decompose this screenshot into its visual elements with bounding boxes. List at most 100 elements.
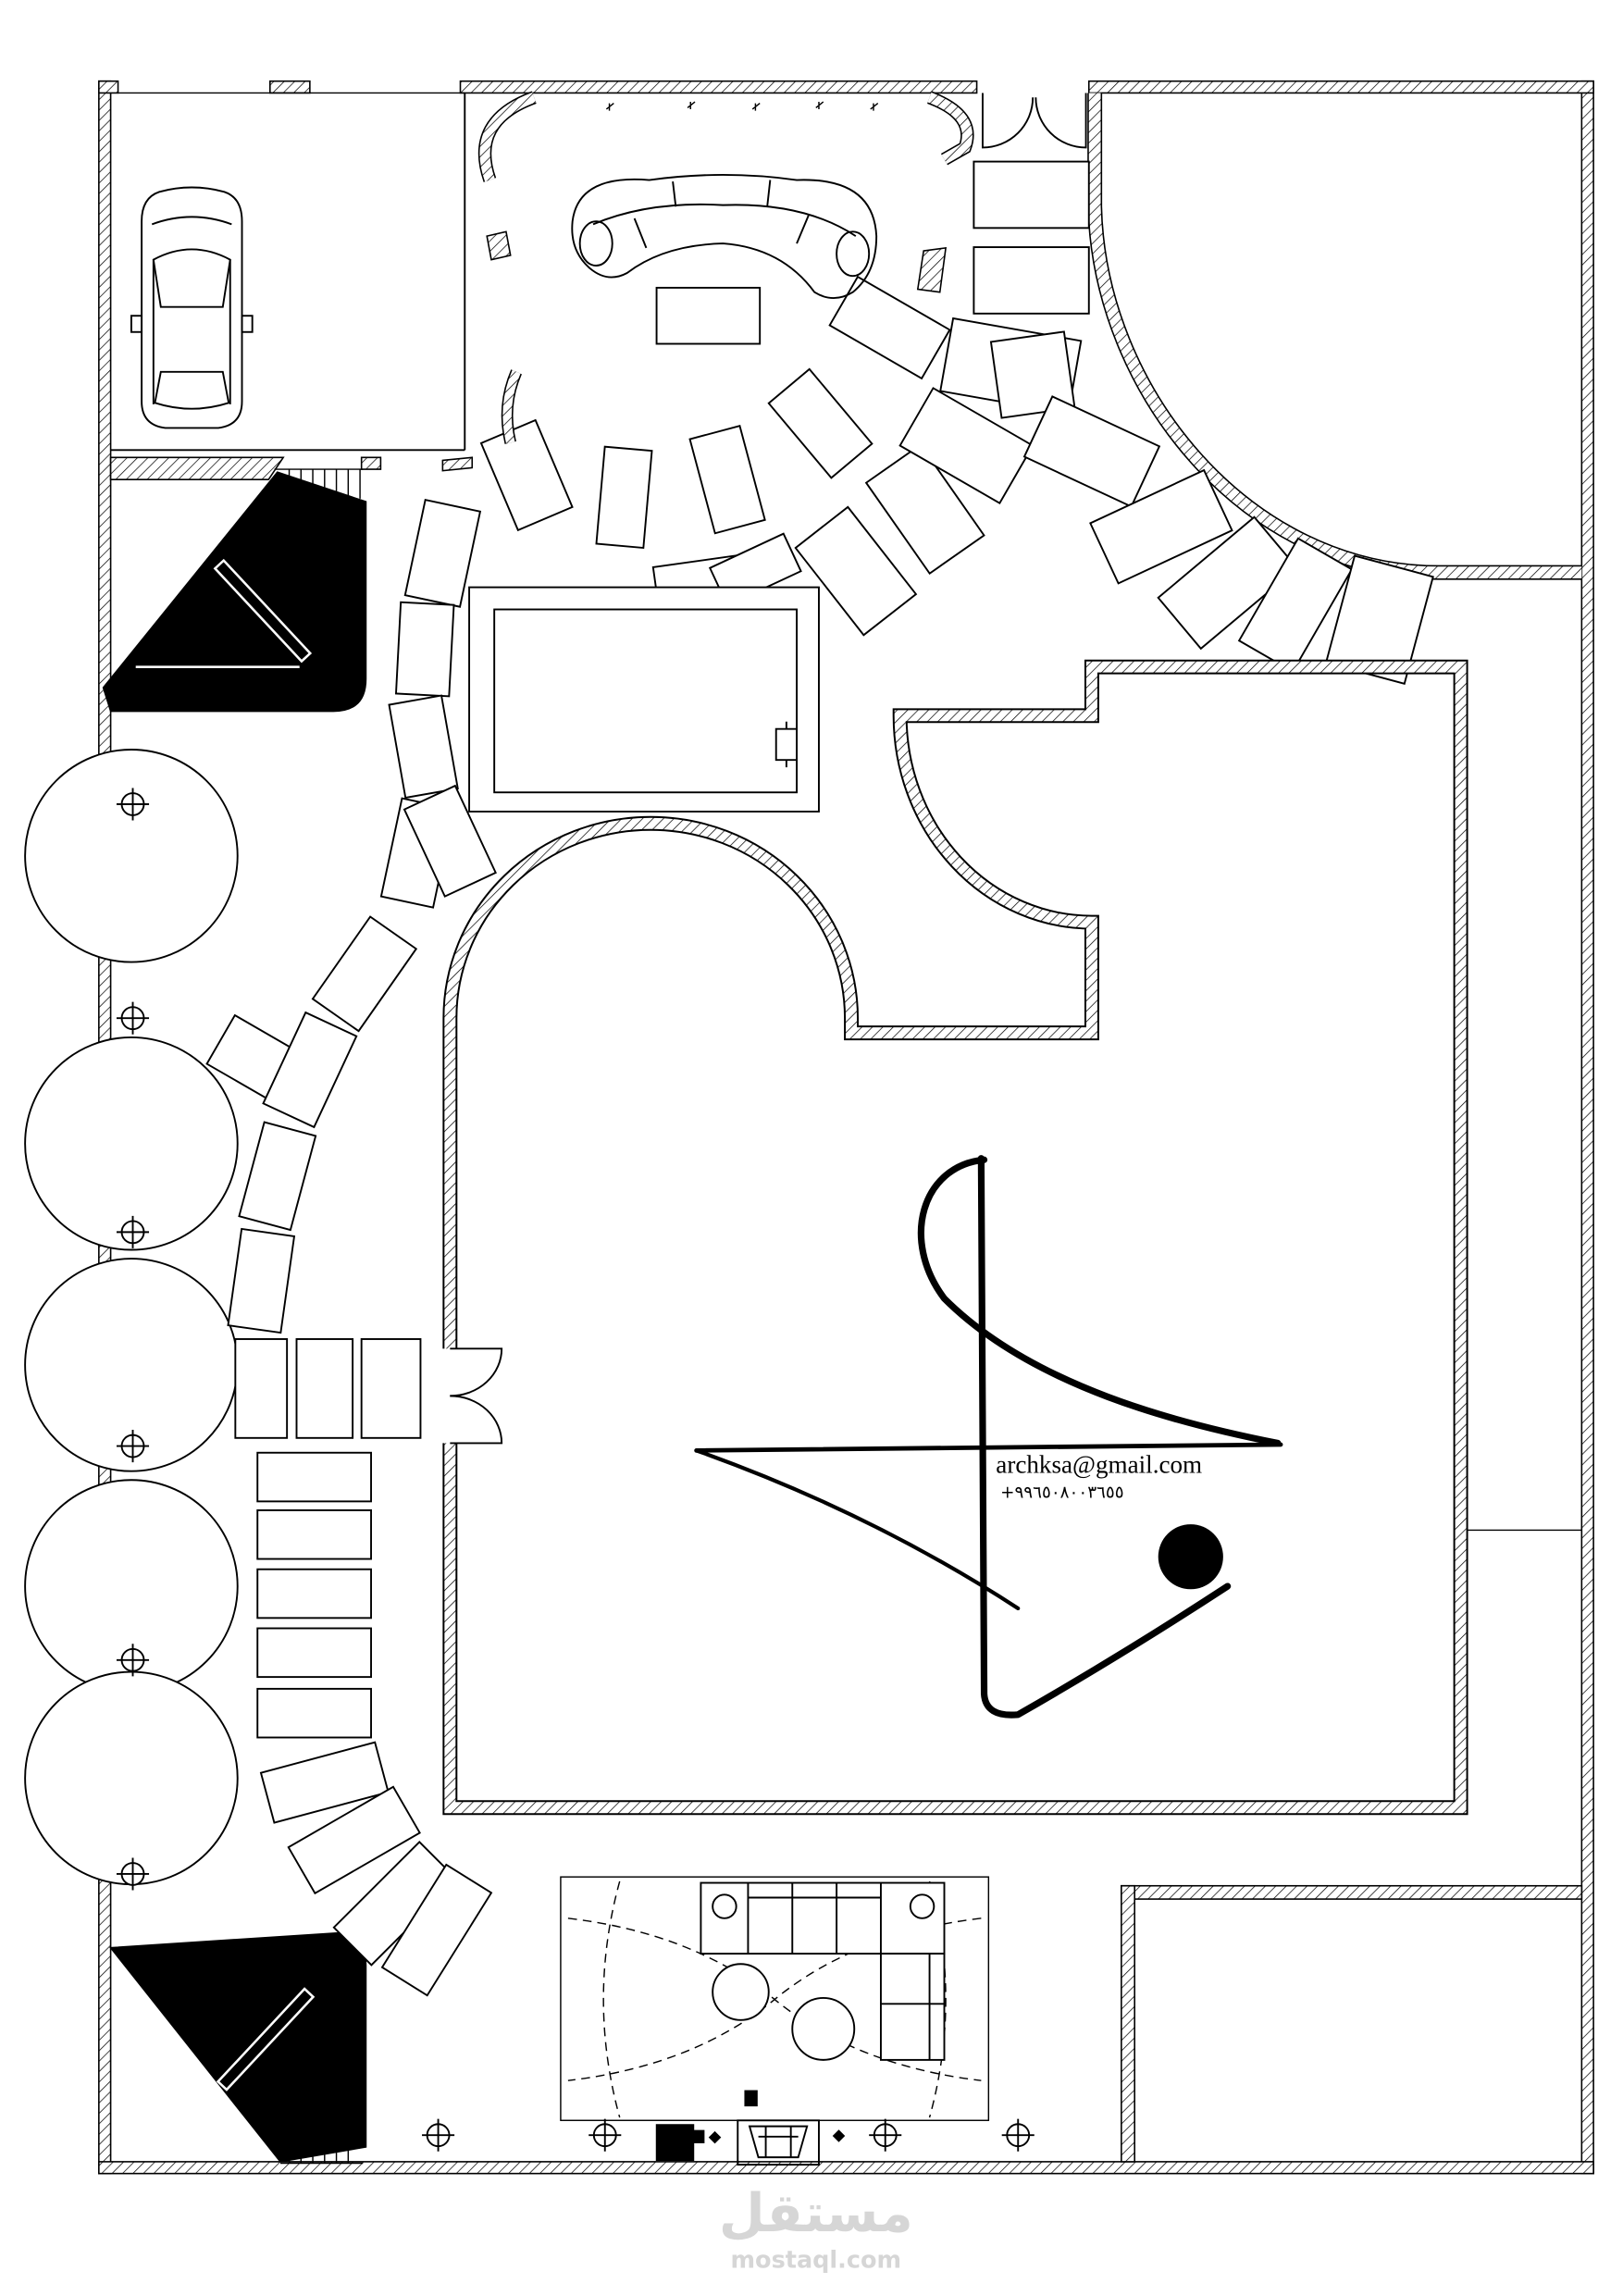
- tree-icon: [24, 1036, 239, 1251]
- fountain-feature: [737, 2119, 820, 2166]
- sofa-side-row: [879, 1953, 946, 2061]
- car-windshield: [152, 248, 231, 308]
- stair-block-top-handrail: [213, 558, 313, 664]
- door-leaf-upper: [450, 1347, 503, 1397]
- light-fixtures: [116, 788, 1035, 2152]
- canopy-outline: [602, 1880, 621, 2118]
- light-fixture-cross: [422, 2118, 455, 2152]
- curved-sofa-seat-line: [592, 203, 857, 237]
- entrance-fixtures: [655, 2090, 846, 2166]
- utility-box-small: [744, 2090, 758, 2107]
- stepping-stone: [794, 505, 918, 637]
- stepping-stone: [256, 1568, 372, 1620]
- stepping-stone: [259, 1741, 390, 1824]
- room-top-wall: [1121, 1884, 1583, 1900]
- light-fixture-icon: [116, 1644, 150, 1677]
- light-fixture-icon: [422, 2118, 455, 2152]
- sofa-armrest-right: [836, 230, 871, 278]
- light-fixture-icon: [116, 1430, 150, 1463]
- marker-diamond: [708, 2130, 722, 2144]
- side-table: [712, 1963, 770, 2021]
- planter-strip: [502, 369, 521, 444]
- column-block: [486, 230, 512, 261]
- trees: [24, 749, 239, 1886]
- car-mirror-right: [241, 315, 254, 333]
- tree-icon: [24, 1670, 239, 1886]
- fountain-frame: [737, 2119, 820, 2166]
- wall-top-middle: [459, 80, 978, 94]
- light-fixture-icon: [116, 788, 150, 821]
- terrace-curved-wall-left: [479, 92, 537, 182]
- stepping-stone: [311, 915, 418, 1033]
- calligraphy-logo: [694, 1155, 1283, 1719]
- light-fixture-cross: [116, 1644, 150, 1677]
- outdoor-seating-area: [560, 1876, 990, 2121]
- contact-email: archksa@gmail.com: [996, 1450, 1202, 1478]
- contact-phone: +٩٩٦٥٠٨٠٠٣٦٥٥: [1000, 1483, 1124, 1502]
- stepping-stone: [767, 367, 873, 479]
- light-fixture-icon: [116, 1215, 150, 1248]
- wall-right: [1580, 80, 1594, 2175]
- utility-box: [655, 2124, 695, 2162]
- gate-pillar: [269, 80, 311, 94]
- stair-block-top-fill: [102, 471, 367, 713]
- light-fixture-cross: [1001, 2118, 1035, 2152]
- stepping-stone: [388, 694, 459, 800]
- stepping-stones: [205, 160, 1434, 1997]
- light-fixture-cross: [116, 788, 150, 821]
- light-fixture-cross: [869, 2118, 902, 2152]
- light-fixture-icon: [1001, 2118, 1035, 2152]
- sofa-armchair-right: [909, 1893, 935, 1919]
- marker-diamond: [832, 2129, 846, 2142]
- swimming-pool: [468, 586, 820, 813]
- stepping-stone: [1089, 468, 1233, 585]
- double-door-top: [982, 93, 1087, 149]
- stepping-stone: [380, 1863, 493, 1997]
- stepping-stone: [1157, 515, 1298, 651]
- stair-block-bottom: [109, 1931, 367, 2165]
- side-table: [791, 1996, 856, 2061]
- stepping-stone: [238, 1121, 317, 1232]
- stair-treads-top: [274, 468, 364, 499]
- pool-deck: [468, 586, 820, 813]
- stepping-stone: [295, 1338, 354, 1439]
- wall-top-right: [1087, 80, 1594, 94]
- sofa-armchair-left: [712, 1893, 737, 1919]
- curved-sofa-cushion-lines: [633, 180, 810, 249]
- watermark-logo: مستقل mostaql.com: [719, 2182, 913, 2275]
- stepping-stone: [256, 1627, 372, 1679]
- stepping-stone: [864, 443, 985, 575]
- logo-loop: [917, 1156, 1282, 1446]
- sofa-top-row: [700, 1881, 946, 1955]
- watermark-wordmark: مستقل: [719, 2182, 913, 2244]
- logo-sweep: [694, 1448, 1021, 1611]
- fountain-basin: [748, 2125, 809, 2159]
- light-fixture-icon: [116, 1001, 150, 1035]
- sectional-sofa: [700, 1881, 946, 2061]
- light-fixture-icon: [116, 1857, 150, 1891]
- watermark-domain: mostaql.com: [731, 2247, 902, 2275]
- stepping-stone: [262, 1011, 358, 1129]
- stepping-stone: [828, 275, 951, 380]
- stepping-stone: [973, 160, 1090, 230]
- tree-icon: [24, 749, 239, 963]
- utility-box-small: [691, 2129, 705, 2143]
- stair-block-bottom-handrail: [216, 1987, 316, 2091]
- stepping-stone: [595, 445, 653, 550]
- top-terrace: [360, 91, 1087, 472]
- room-left-wall: [1121, 1884, 1136, 2163]
- light-fixture-cross: [588, 2118, 622, 2152]
- door-leaf-right: [1035, 93, 1087, 149]
- stepping-stone: [394, 601, 455, 698]
- coffee-table: [655, 286, 762, 345]
- stepping-stone: [360, 1338, 422, 1439]
- light-fixture-icon: [588, 2118, 622, 2152]
- building-wall-hatch: [444, 661, 1467, 1814]
- stepping-stone: [898, 387, 1035, 504]
- light-fixture-cross: [116, 1430, 150, 1463]
- wall-top-corner: [98, 80, 119, 94]
- logo-dot: [1158, 1524, 1223, 1590]
- garage-back-wall: [109, 456, 285, 481]
- stepping-stone: [256, 1687, 372, 1739]
